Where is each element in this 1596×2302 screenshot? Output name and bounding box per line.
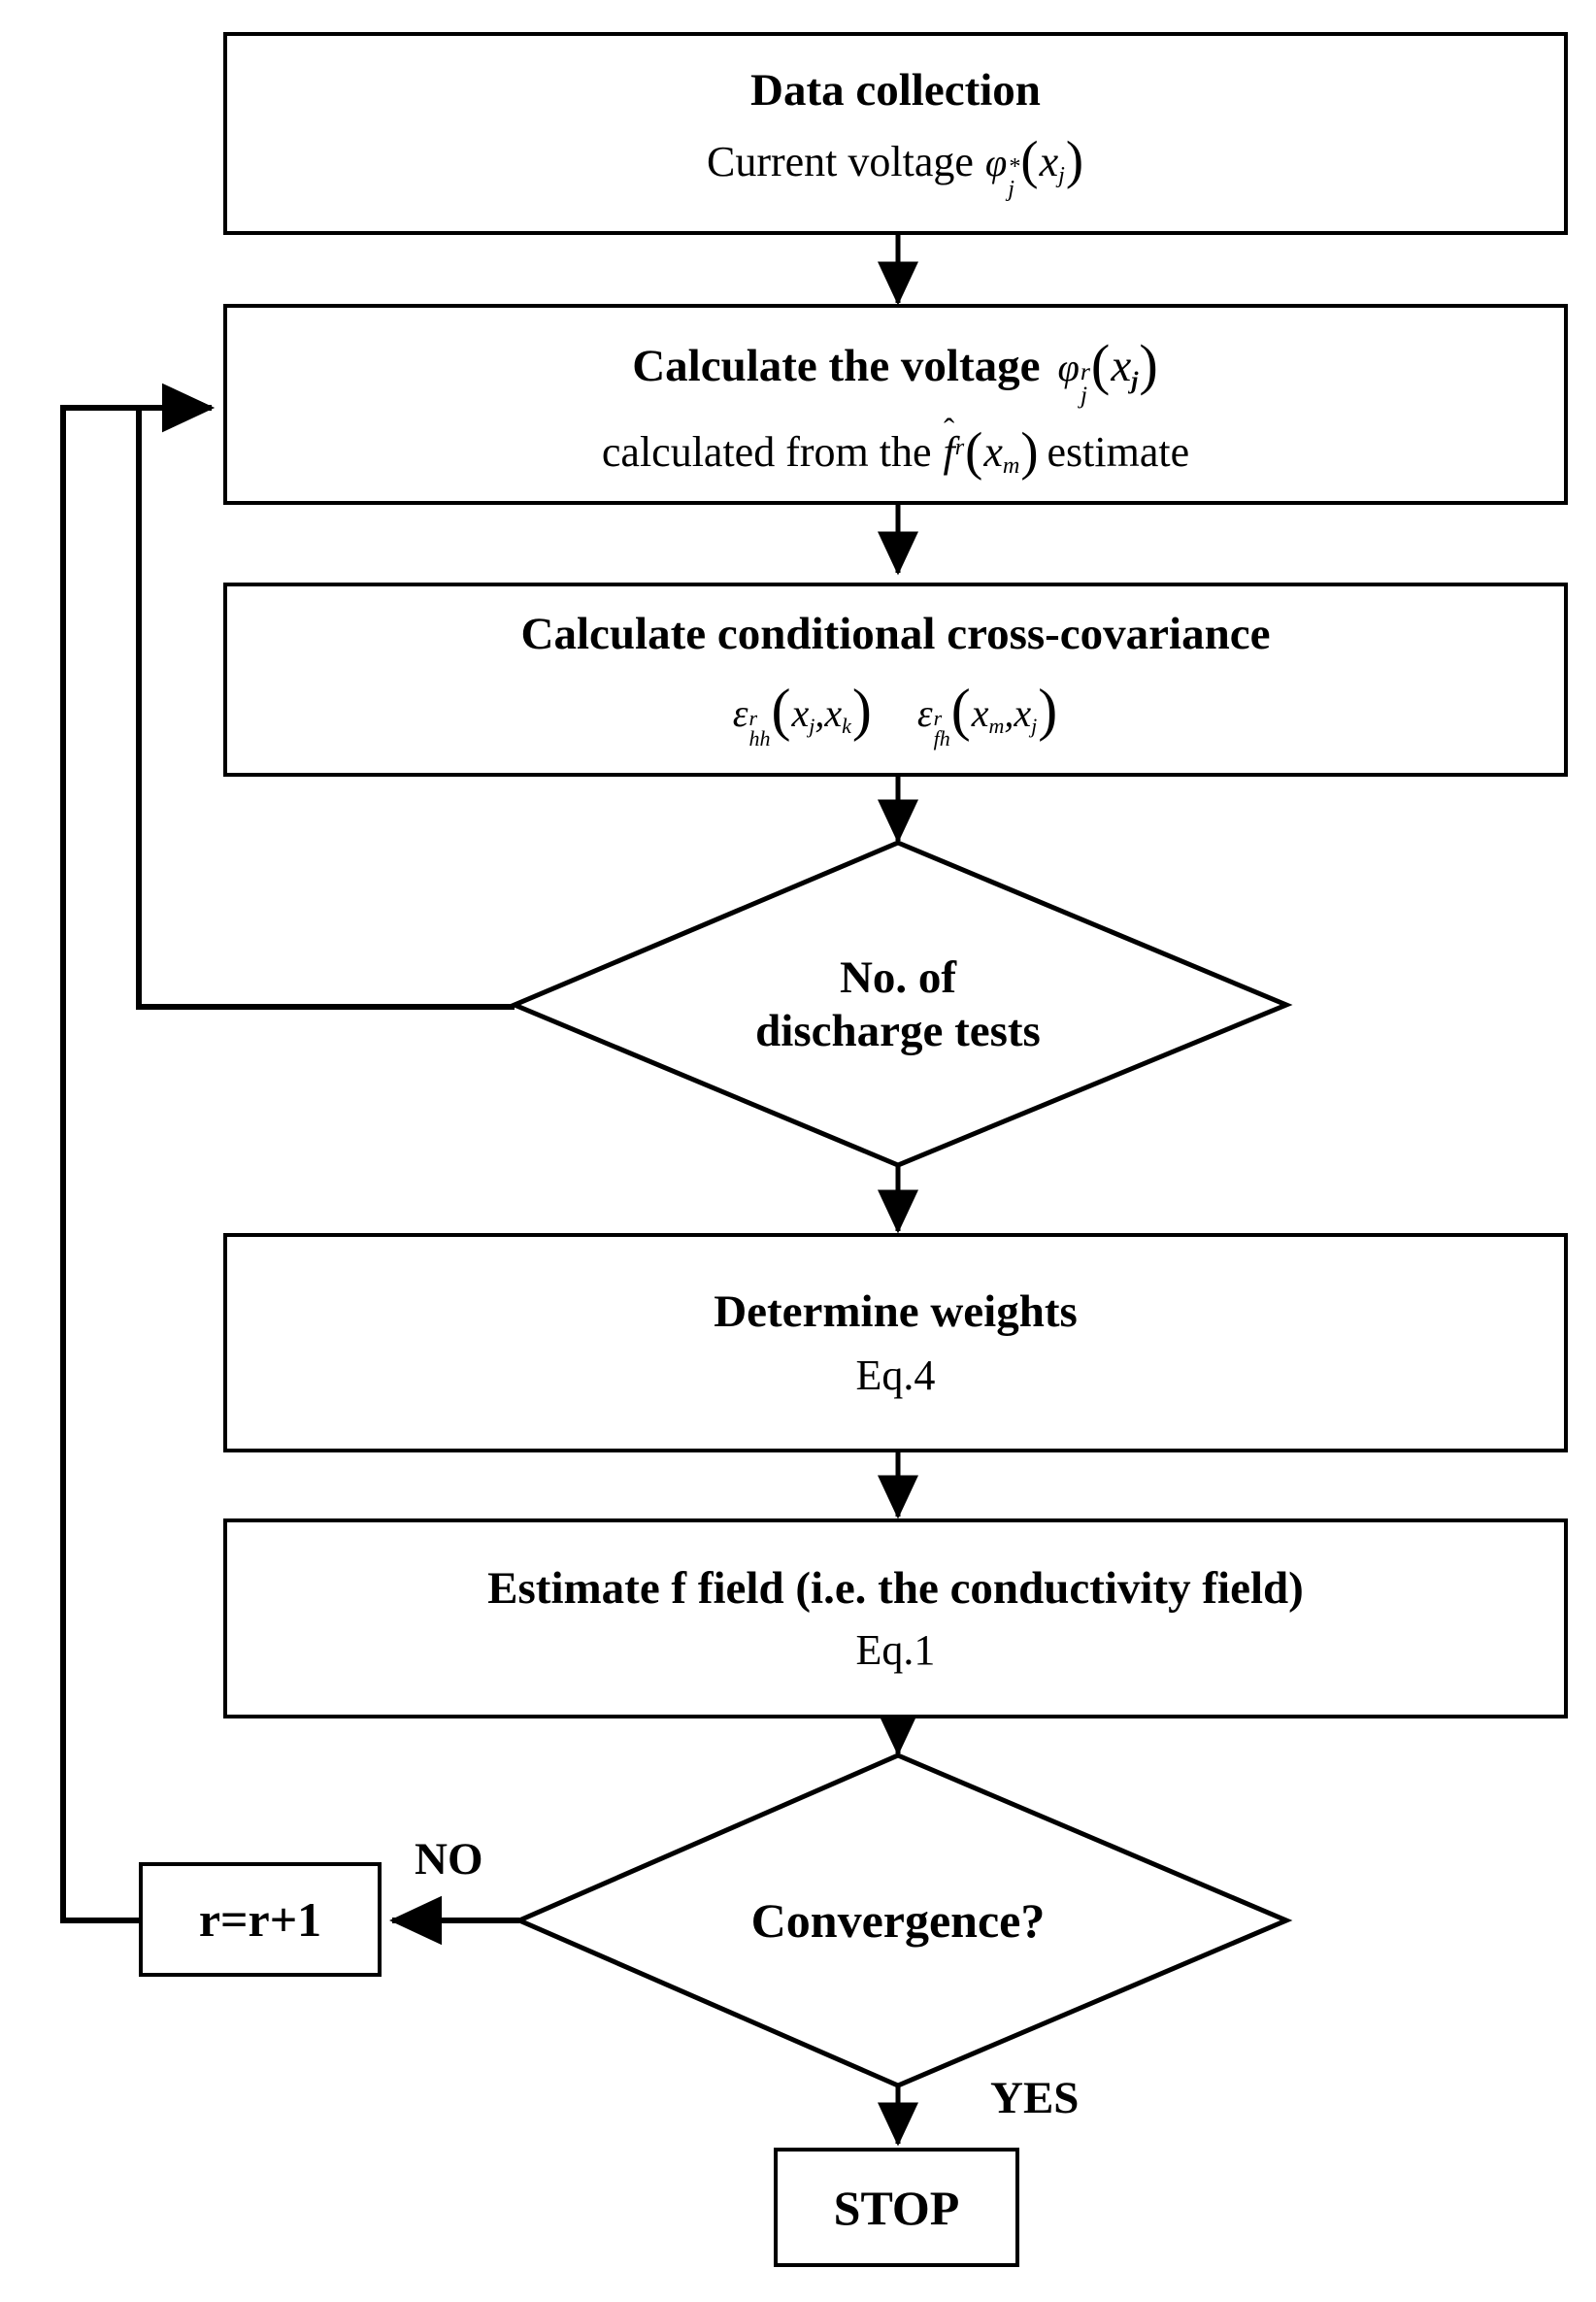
x-symbol-4: x (791, 691, 810, 736)
close-paren-2: ) (1139, 332, 1158, 396)
estimate-f-field-eq: Eq.1 (855, 1625, 936, 1674)
epsilon-hh-superscript-r: r (748, 706, 758, 731)
phi-star-j-indices: * j (1008, 153, 1020, 203)
phi-symbol: φ (984, 140, 1008, 184)
epsilon-fh-indices: r fh (933, 706, 950, 751)
node-cross-covariance[interactable]: Calculate conditional cross-covariance ε… (223, 583, 1568, 777)
phi-superscript-star: * (1008, 153, 1020, 181)
f-hat-symbol: ̂ f (944, 428, 955, 476)
calculate-voltage-subtitle: calculated from the ̂ f r ( x m ) estima… (601, 420, 1190, 481)
stop-label: STOP (833, 2180, 960, 2235)
epsilon-fh-subscript: fh (933, 726, 950, 751)
increment-r-label: r=r+1 (198, 1892, 322, 1947)
close-paren-5: ) (1038, 677, 1058, 742)
convergence-line1: Convergence? (750, 1892, 1046, 1948)
discharge-tests-line2: discharge tests (755, 1006, 1041, 1056)
open-paren: ( (1020, 130, 1039, 189)
node-discharge-tests-label[interactable]: No. of discharge tests (626, 903, 1170, 1107)
x-symbol-6: x (971, 691, 989, 736)
phi-subscript-j: j (1008, 176, 1015, 203)
comma-2: , (1004, 691, 1014, 736)
epsilon-hh-symbol: ε (732, 691, 748, 736)
discharge-tests-line1: No. of (839, 951, 957, 1003)
node-determine-weights[interactable]: Determine weights Eq.4 (223, 1233, 1568, 1452)
node-data-collection[interactable]: Data collection Current voltage φ * j ( … (223, 32, 1568, 235)
feedback-increment-loop (60, 383, 215, 1923)
node-convergence-label[interactable]: Convergence? (646, 1882, 1150, 1959)
x-symbol-2: x (1111, 341, 1132, 392)
x-symbol-3: x (983, 428, 1003, 477)
open-paren-4: ( (771, 677, 791, 742)
data-collection-subtitle-text: Current voltage (706, 137, 974, 185)
estimate-f-field-title: Estimate f field (i.e. the conductivity … (487, 1563, 1304, 1615)
comma-1: , (815, 691, 825, 736)
calculate-voltage-title: Calculate the voltage φ r j ( x j ) (632, 332, 1158, 410)
phi-symbol-r: φ (1057, 346, 1080, 390)
x-symbol: x (1039, 137, 1059, 185)
data-collection-subtitle: Current voltage φ * j ( x j ) (706, 130, 1083, 203)
open-paren-2: ( (1090, 332, 1111, 396)
epsilon-hh-indices: r hh (748, 706, 771, 751)
calculate-voltage-title-text: Calculate the voltage (632, 341, 1041, 392)
epsilon-fh-superscript-r: r (933, 706, 943, 731)
cross-covariance-symbols: ε r hh ( x j , x k ) ε r fh ( x (732, 677, 1058, 751)
data-collection-title: Data collection (750, 65, 1041, 117)
calculate-voltage-sub-suffix: estimate (1047, 428, 1190, 477)
determine-weights-title: Determine weights (714, 1286, 1078, 1338)
calculate-voltage-sub-prefix: calculated from the (601, 428, 932, 477)
cross-covariance-title: Calculate conditional cross-covariance (520, 608, 1271, 659)
phi-subscript-j2: j (1080, 381, 1088, 410)
node-estimate-f-field[interactable]: Estimate f field (i.e. the conductivity … (223, 1518, 1568, 1718)
edge-label-no: NO (415, 1834, 483, 1885)
close-paren-4: ) (851, 677, 872, 742)
phi-superscript-r: r (1080, 356, 1090, 385)
node-increment-r[interactable]: r=r+1 (139, 1862, 382, 1977)
open-paren-5: ( (950, 677, 971, 742)
epsilon-fh-symbol: ε (916, 691, 933, 736)
x-symbol-5: x (824, 691, 843, 736)
close-paren: ) (1065, 130, 1083, 189)
f-letter: f (943, 428, 955, 477)
close-paren-3: ) (1020, 420, 1039, 481)
phi-r-j-indices: r j (1080, 356, 1090, 410)
node-calculate-voltage[interactable]: Calculate the voltage φ r j ( x j ) calc… (223, 304, 1568, 505)
node-stop[interactable]: STOP (774, 2148, 1019, 2267)
x-symbol-7: x (1014, 691, 1032, 736)
edge-label-yes: YES (990, 2073, 1080, 2123)
epsilon-hh-subscript: hh (748, 726, 771, 751)
determine-weights-eq: Eq.4 (855, 1351, 936, 1399)
open-paren-3: ( (965, 420, 983, 481)
